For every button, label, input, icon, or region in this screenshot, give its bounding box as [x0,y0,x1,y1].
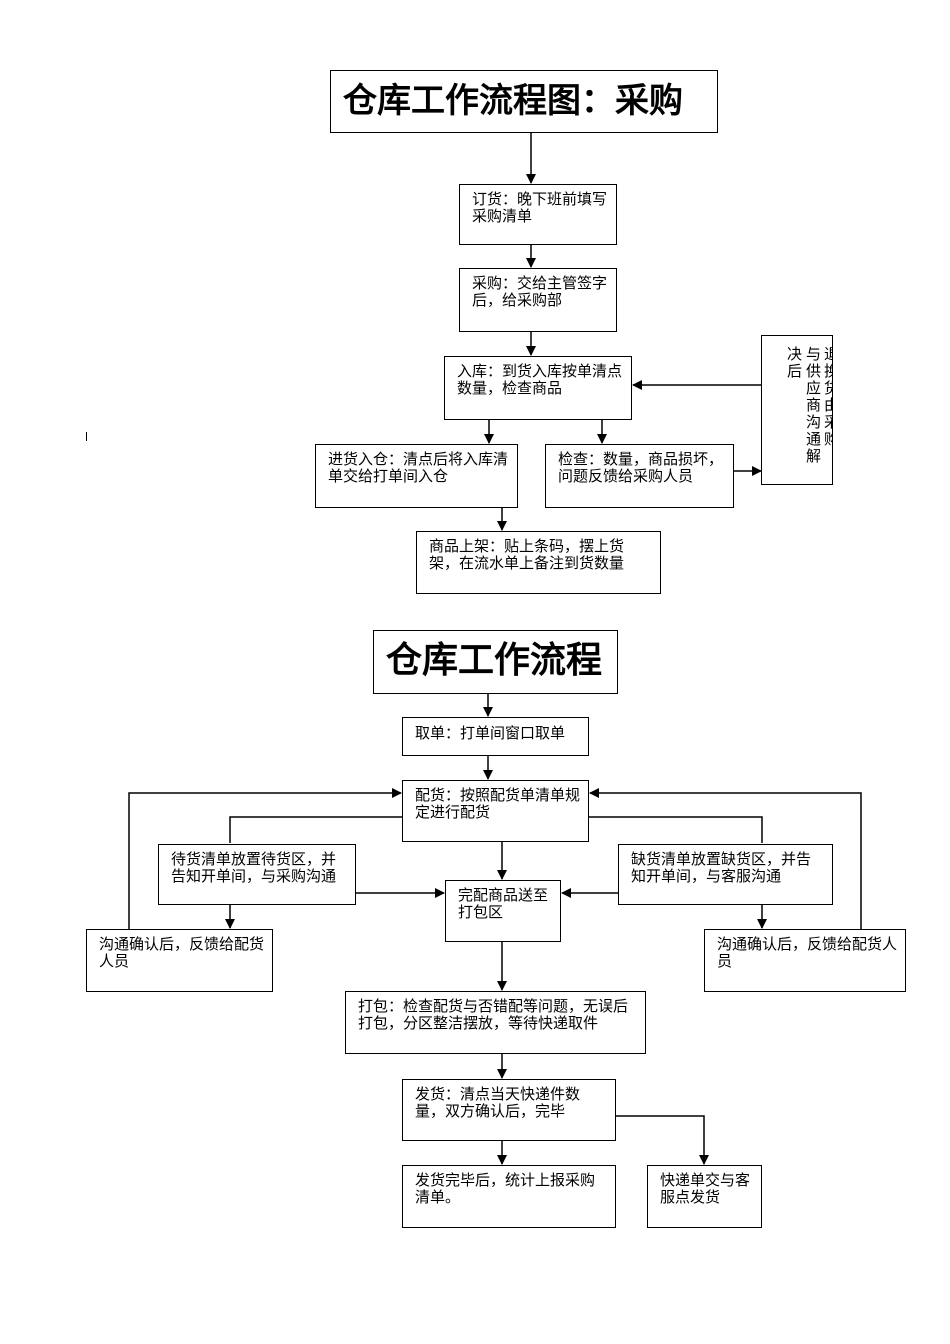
inspect-box: 检查：数量，商品损坏，问题反馈给采购人员 [545,444,734,508]
return-exchange-box: 退换货：由采购 与供应商沟通解 决后 [761,335,833,485]
shortage-box: 缺货清单放置缺货区，并告知开单间，与客服沟通 [618,844,833,905]
courier-box: 快递单交与客服点发货 [647,1165,762,1228]
return-text-col-3: 决后 [787,345,803,380]
receive-box: 入库：到货入库按单清点数量，检查商品 [444,356,632,420]
complete-box: 完配商品送至打包区 [445,880,561,942]
arrow-confirm-right-to-picking [589,788,862,930]
shelve-box: 商品上架：贴上条码，摆上货架，在流水单上备注到货数量 [416,531,661,594]
pending-box: 待货清单放置待货区，并告知开单间，与采购沟通 [158,844,356,905]
line-picking-branch [229,816,402,843]
arrow-confirm-left-to-picking [128,788,402,930]
purchase-box: 采购：交给主管签字后，给采购部 [459,268,617,332]
line-picking-branch-right [588,816,763,843]
confirm-left-box: 沟通确认后，反馈给配货人员 [86,929,273,992]
arrow-ship-to-courier [616,1115,709,1165]
return-text-col-2: 与供应商沟通解 [806,345,822,465]
diagram1-title: 仓库工作流程图：采购 [330,70,718,133]
confirm-right-box: 沟通确认后，反馈给配货人员 [704,929,906,992]
report-box: 发货完毕后，统计上报采购清单。 [402,1165,616,1228]
stock-in-box: 进货入仓：清点后将入库清单交给打单间入仓 [315,444,518,508]
stray-mark [86,432,87,441]
picking-box: 配货：按照配货单清单规定进行配货 [402,780,589,842]
diagram2-title: 仓库工作流程 [373,630,618,694]
ship-box: 发货：清点当天快递件数量，双方确认后，完毕 [402,1079,616,1141]
order-box: 订货：晚下班前填写采购清单 [459,184,617,245]
take-order-box: 取单：打单间窗口取单 [402,717,589,756]
return-text-col-1: 退换货：由采购 [824,346,832,448]
pack-box: 打包：检查配货与否错配等问题，无误后打包，分区整洁摆放，等待快递取件 [345,991,646,1054]
